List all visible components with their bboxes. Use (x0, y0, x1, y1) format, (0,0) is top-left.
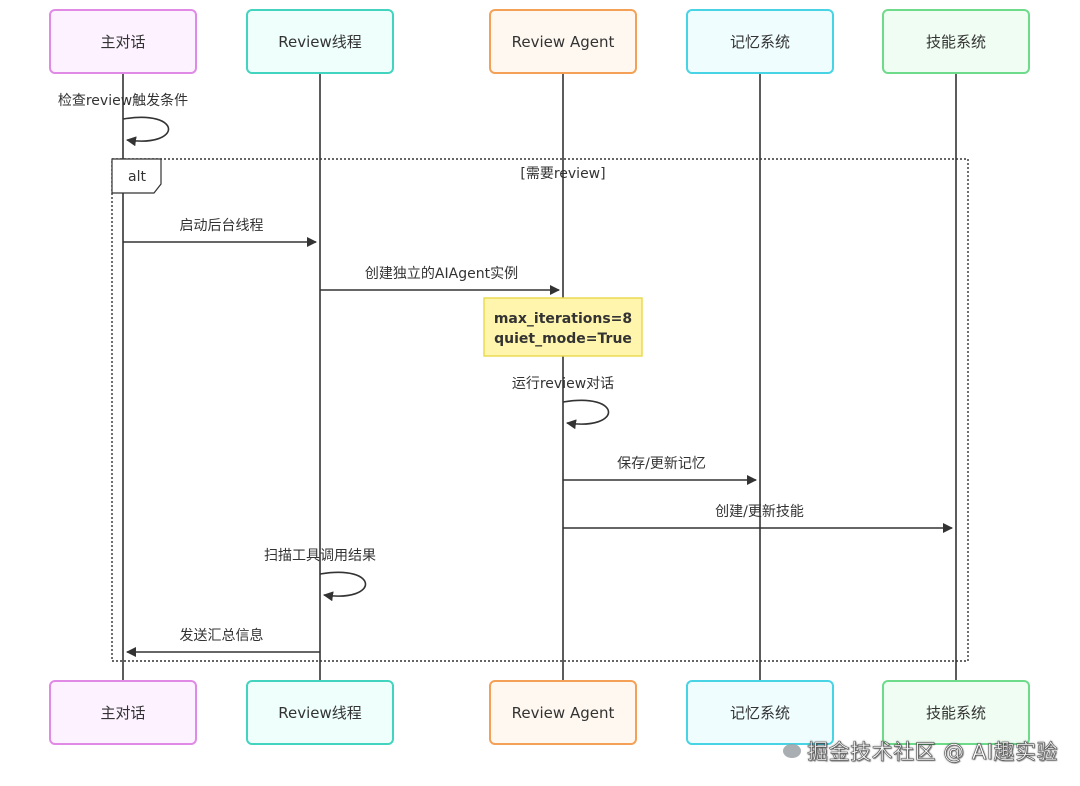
self-loop-arrow (319, 571, 367, 602)
participant-box (686, 680, 834, 745)
message-4: 保存/更新记忆 (563, 456, 757, 485)
participant-box (246, 680, 394, 745)
participant-thread-top: Review线程 (246, 9, 394, 74)
participant-label: Review线程 (278, 33, 362, 51)
watermark: 掘金技术社区 @ AI趣实验 (783, 736, 1058, 766)
message-label: 运行review对话 (512, 376, 614, 392)
note-line: max_iterations=8 (494, 311, 632, 327)
message-label: 发送汇总信息 (180, 627, 264, 644)
message-label: 保存/更新记忆 (617, 456, 706, 472)
participant-memory-bottom: 记忆系统 (686, 680, 834, 745)
participant-box (489, 680, 637, 745)
message-label: 创建/更新技能 (715, 504, 804, 520)
participant-box (882, 680, 1030, 745)
message-0: 检查review触发条件 (58, 92, 188, 147)
participant-thread-bottom: Review线程 (246, 680, 394, 745)
message-label: 创建独立的AIAgent实例 (365, 266, 518, 282)
alt-frame (111, 158, 969, 662)
message-label: 检查review触发条件 (58, 92, 188, 109)
wechat-icon (783, 744, 802, 758)
participant-box (49, 680, 197, 745)
alt-tab (111, 158, 162, 194)
participant-box (49, 9, 197, 74)
note-line: quiet_mode=True (494, 331, 632, 347)
participant-memory-top: 记忆系统 (686, 9, 834, 74)
participant-label: 主对话 (100, 704, 145, 722)
watermark-text: 掘金技术社区 @ AI趣实验 (807, 740, 1058, 765)
participant-label: Review Agent (512, 33, 615, 51)
participant-label: 主对话 (100, 33, 145, 51)
message-7: 发送汇总信息 (126, 627, 320, 657)
participant-box (246, 9, 394, 74)
participant-label: 技能系统 (926, 704, 986, 722)
participant-main-top: 主对话 (49, 9, 197, 74)
alt-label: alt (128, 169, 146, 185)
participant-label: 技能系统 (926, 33, 986, 51)
participant-agent-bottom: Review Agent (489, 680, 637, 745)
note-box (483, 297, 643, 357)
participant-label: 记忆系统 (730, 33, 790, 51)
message-2: 创建独立的AIAgent实例 (320, 266, 560, 295)
message-label: 启动后台线程 (180, 218, 264, 234)
participant-agent-top: Review Agent (489, 9, 637, 74)
participant-label: Review Agent (512, 704, 615, 722)
participant-label: 记忆系统 (730, 704, 790, 722)
participant-label: Review线程 (278, 704, 362, 722)
participant-skill-bottom: 技能系统 (882, 680, 1030, 745)
message-5: 创建/更新技能 (563, 504, 953, 533)
participant-main-bottom: 主对话 (49, 680, 197, 745)
self-loop-arrow (562, 399, 610, 430)
message-1: 启动后台线程 (123, 218, 317, 247)
participant-skill-top: 技能系统 (882, 9, 1030, 74)
message-label: 扫描工具调用结果 (264, 548, 376, 564)
participant-box (686, 9, 834, 74)
message-3: 运行review对话 (512, 376, 614, 430)
self-loop-arrow (122, 116, 170, 147)
message-6: 扫描工具调用结果 (264, 548, 376, 602)
participant-box (882, 9, 1030, 74)
participant-box (489, 9, 637, 74)
alt-condition: [需要review] (520, 166, 605, 182)
